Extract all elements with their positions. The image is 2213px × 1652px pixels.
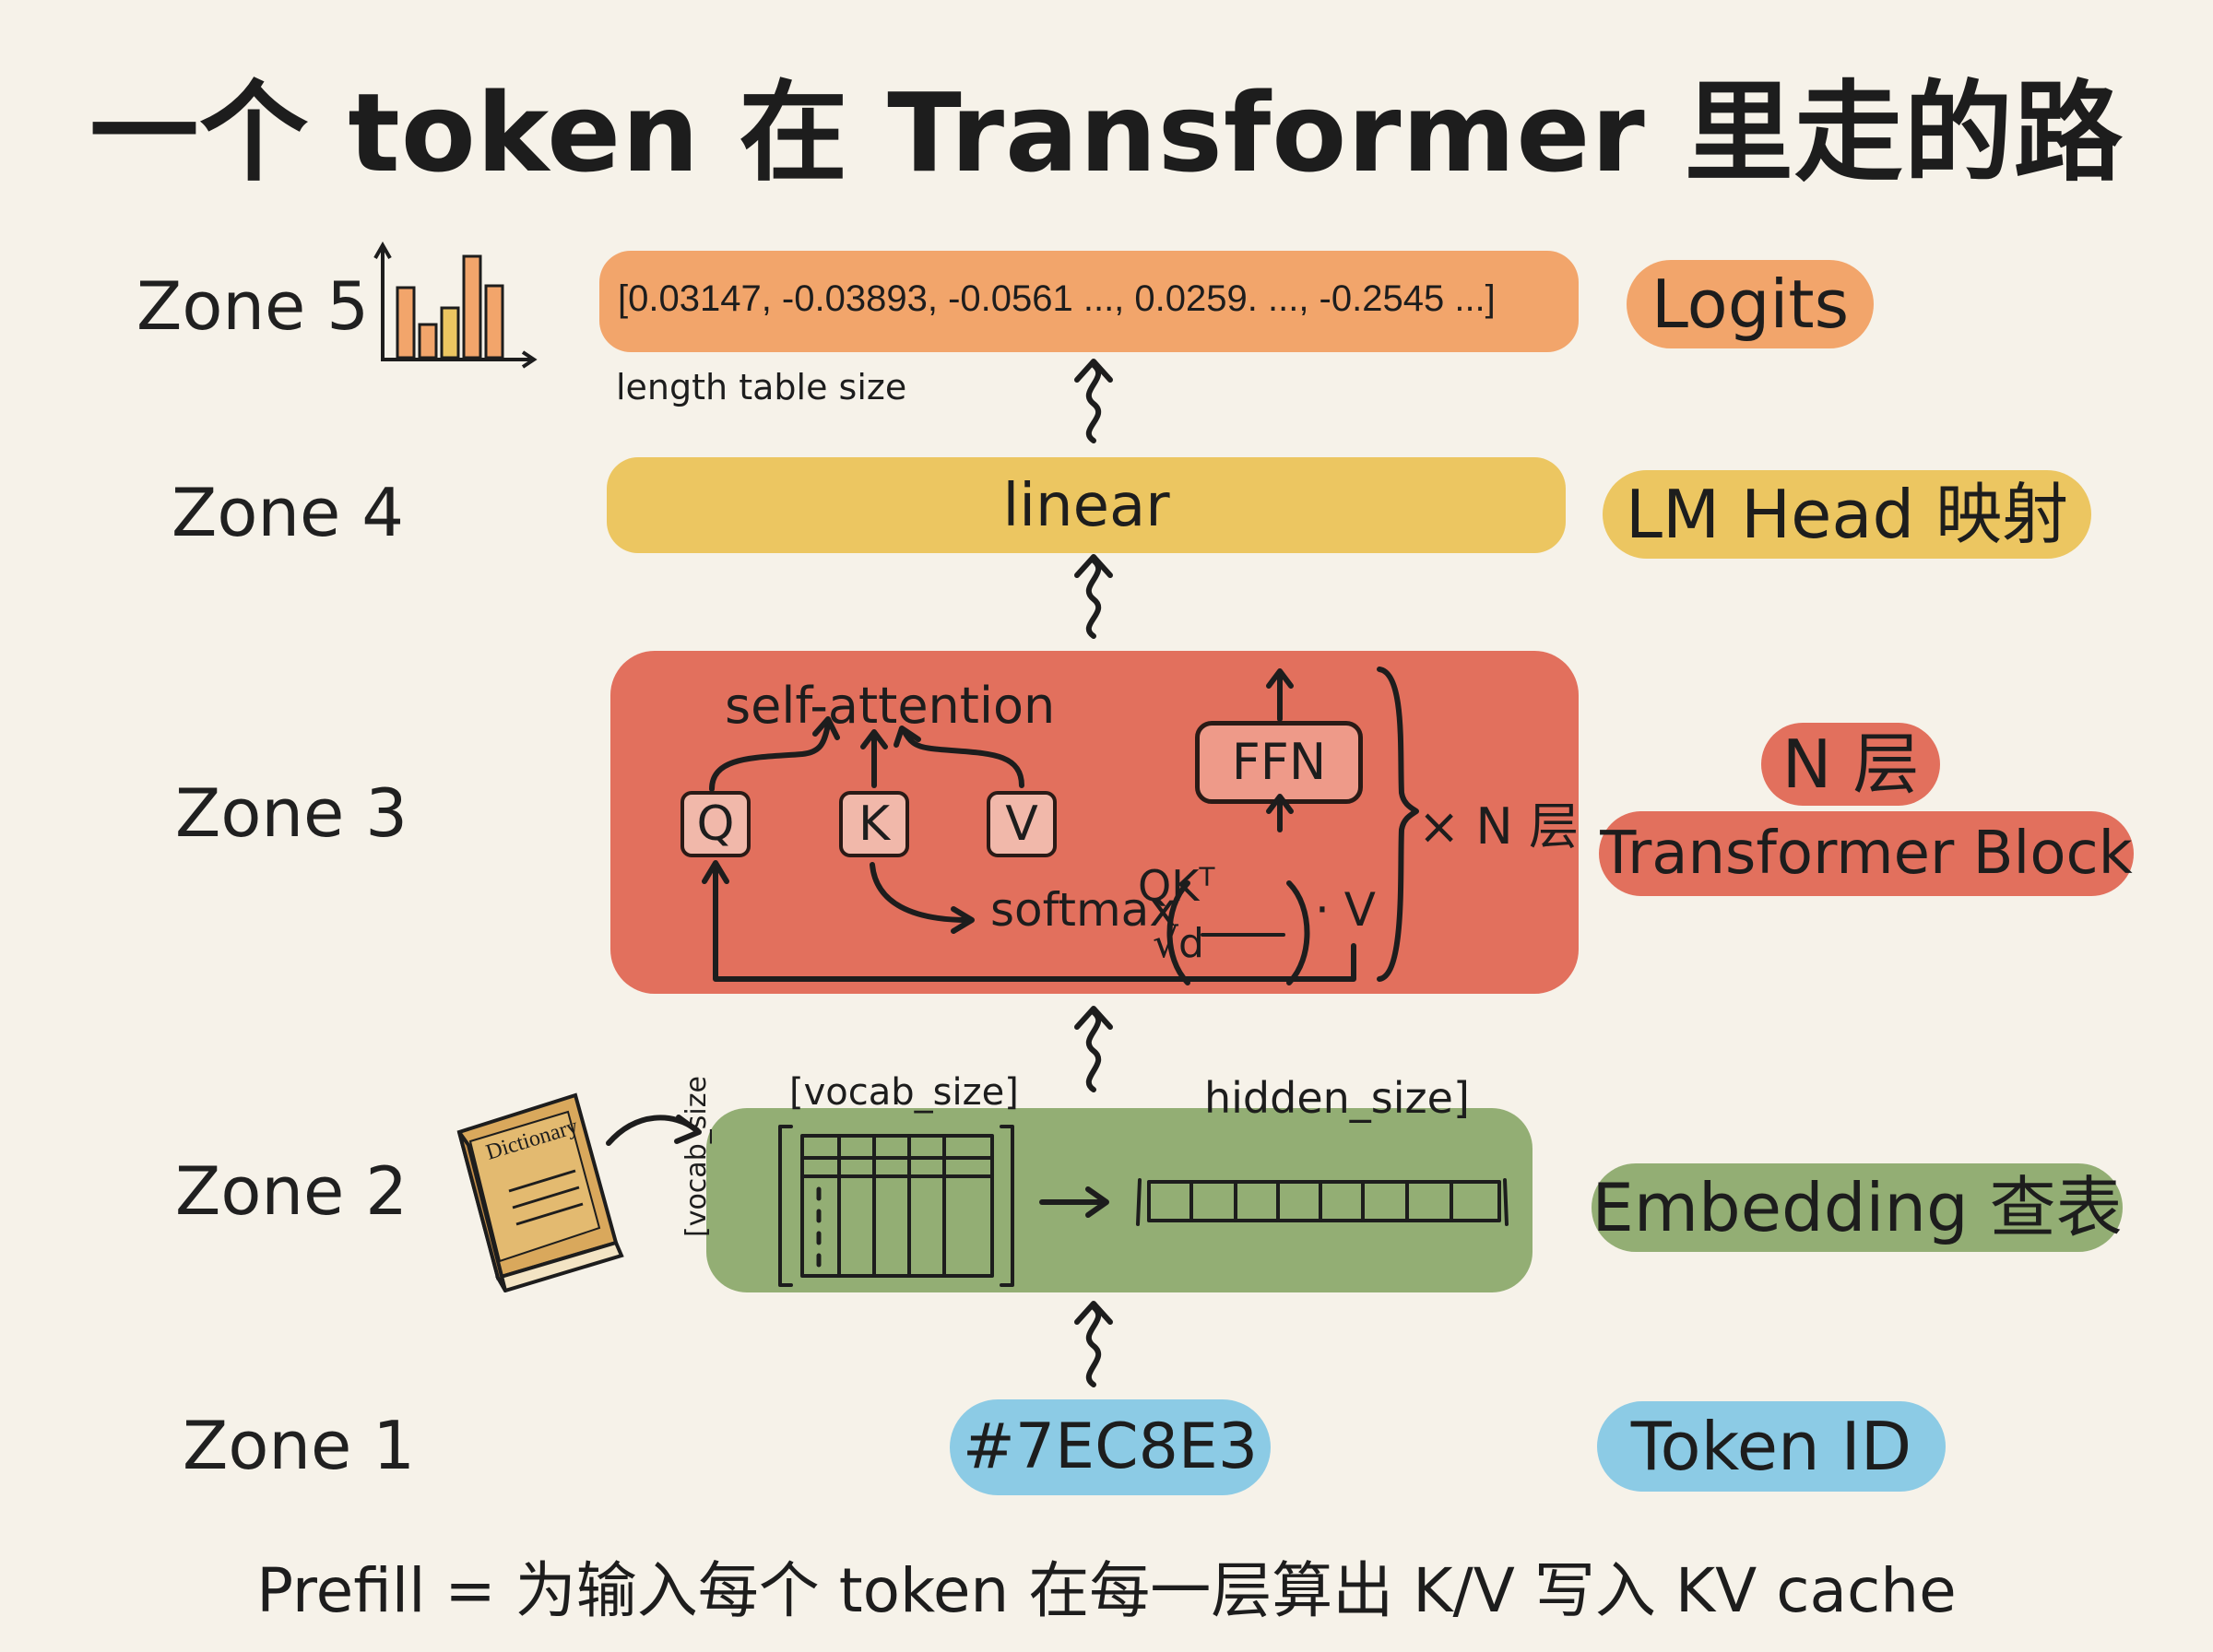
footer-note: Prefill = 为输入每个 token 在每一层算出 K/V 写入 KV c… <box>256 1555 1957 1626</box>
query-box: Q <box>680 791 751 857</box>
v-to-attention-arrow <box>901 727 1024 788</box>
arrow-book-to-embedding <box>606 1115 702 1146</box>
times-v-label: · V <box>1315 883 1376 937</box>
hidden-size-label: hidden_size] <box>1204 1073 1470 1123</box>
arrow-embedding-up <box>1074 1301 1113 1387</box>
lookup-arrow <box>1039 1186 1109 1218</box>
arrow-linear-up <box>1074 554 1113 639</box>
page-title: 一个 token 在 Transformer 里走的路 <box>89 69 2124 196</box>
embedding-tag: Embedding 查表 <box>1592 1163 2123 1252</box>
zone-4-label: Zone 4 <box>172 474 404 551</box>
zone-1-label: Zone 1 <box>183 1407 415 1484</box>
key-box: K <box>839 791 909 857</box>
dictionary-book-icon: Dictionary <box>456 1092 624 1292</box>
arrow-block-up <box>1074 1006 1113 1092</box>
qk-label: QK <box>1138 861 1200 911</box>
arrow-logits-up <box>1074 359 1113 443</box>
vocab-size-top-label: [vocab_size] <box>789 1071 1019 1114</box>
self-attention-label: self-attention <box>725 677 1056 735</box>
denominator-label: √d <box>1153 920 1204 967</box>
residual-loop-arrow <box>713 864 1356 982</box>
lm-head-tag: LM Head 映射 <box>1603 470 2091 559</box>
q-to-attention-arrow <box>709 722 831 792</box>
zone-3-label: Zone 3 <box>175 774 408 852</box>
lm-head-band: linear <box>607 457 1566 553</box>
logits-caption: length table size <box>616 367 907 407</box>
logits-vector: [0.03147, -0.03893, -0.0561 ..., 0.0259.… <box>618 278 1496 319</box>
logits-tag: Logits <box>1627 260 1874 348</box>
n-layers-tag: N 层 <box>1761 723 1940 806</box>
zone-5-label: Zone 5 <box>136 267 369 345</box>
k-to-softmax-arrow <box>870 862 971 923</box>
hidden-vector <box>1136 1178 1509 1226</box>
left-paren <box>1166 880 1190 985</box>
linear-label: linear <box>1002 472 1170 540</box>
zone-2-label: Zone 2 <box>175 1152 408 1230</box>
numerator-label: QKT <box>1138 861 1214 911</box>
softmax-label: softmax <box>990 883 1177 937</box>
right-paren <box>1286 880 1310 985</box>
token-id-tag: Token ID <box>1597 1401 1946 1492</box>
n-layers-brace <box>1377 667 1419 982</box>
embedding-matrix <box>778 1125 1014 1287</box>
token-id-value: #7EC8E3 <box>950 1399 1271 1495</box>
transformer-block-tag: Transformer Block <box>1599 811 2134 896</box>
bar-chart-icon <box>373 242 538 369</box>
embedding-band: [vocab_size <box>680 1076 1533 1292</box>
logits-band: [0.03147, -0.03893, -0.0561 ..., 0.0259.… <box>599 251 1579 352</box>
transpose-label: T <box>1199 861 1215 892</box>
value-box: V <box>987 791 1057 857</box>
repeat-n-layers: × N 层 <box>1418 797 1579 856</box>
